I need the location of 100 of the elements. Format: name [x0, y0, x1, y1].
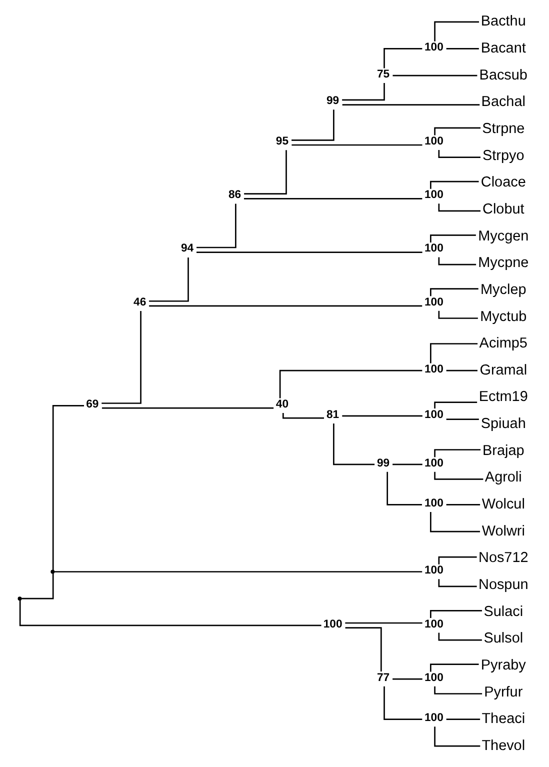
node-text: 100 — [424, 408, 444, 420]
node-text: Sulaci — [484, 603, 524, 620]
node-text: 75 — [377, 68, 390, 80]
connector — [342, 104, 480, 105]
connector — [446, 504, 480, 505]
node-text: Nos712 — [478, 550, 528, 566]
node-text: Thevol — [482, 737, 526, 754]
node-text: 40 — [276, 398, 289, 410]
node-text: Acimp5 — [479, 335, 528, 352]
node-text: Wolwri — [482, 522, 525, 539]
connector — [434, 686, 482, 694]
node-text: Theaci — [482, 710, 526, 727]
connector — [446, 48, 479, 49]
node-text: Mycgen — [478, 228, 529, 244]
node-text: Bacant — [480, 40, 526, 56]
node-text: 99 — [377, 456, 390, 469]
connector — [282, 412, 324, 418]
connector — [430, 342, 478, 363]
node-text: Clobut — [482, 200, 524, 217]
node-text: Sulsol — [484, 630, 524, 646]
node-text: 100 — [424, 497, 444, 510]
connector — [22, 572, 54, 599]
node-text: Strpyo — [482, 147, 524, 164]
connector — [384, 48, 422, 68]
node-text: 100 — [424, 242, 444, 254]
node-text: Pyraby — [480, 656, 526, 673]
node-text: 95 — [276, 134, 289, 147]
node-text: 94 — [181, 242, 194, 254]
connector — [430, 180, 479, 188]
connector — [149, 304, 422, 306]
node-text: Spiuah — [480, 416, 526, 432]
node-text: 100 — [323, 618, 342, 630]
connector — [434, 471, 484, 480]
connector — [438, 203, 480, 212]
connector — [384, 686, 422, 720]
connector — [446, 369, 478, 371]
connector — [434, 401, 478, 408]
connector — [392, 463, 422, 465]
node-text: Mycpne — [478, 254, 529, 271]
connector — [430, 512, 480, 532]
node-text: Bacthu — [480, 13, 526, 30]
connector — [438, 256, 476, 265]
connector — [244, 150, 287, 194]
node-text: 100 — [424, 362, 444, 375]
connector — [102, 310, 142, 404]
node-text: 100 — [424, 456, 444, 469]
connector — [342, 414, 422, 416]
node-text: Strpne — [482, 120, 525, 137]
connector — [438, 632, 482, 640]
connector — [392, 74, 478, 76]
node-text: Wolcul — [482, 496, 525, 512]
connector — [333, 423, 375, 465]
connector — [430, 288, 478, 296]
connector — [345, 622, 422, 624]
connector — [52, 404, 84, 570]
node-point — [18, 596, 22, 600]
connector — [196, 203, 236, 248]
connector — [386, 471, 422, 505]
node-point — [50, 569, 55, 574]
node-text: Pyrfur — [484, 684, 523, 700]
connector — [196, 251, 422, 252]
connector — [292, 109, 334, 140]
connector — [392, 678, 422, 680]
node-text: 100 — [424, 134, 444, 147]
connector — [430, 234, 476, 242]
node-text: Bacsub — [479, 66, 528, 83]
connector — [434, 726, 480, 746]
connector — [438, 556, 477, 564]
node-text: Ectm19 — [478, 388, 528, 405]
node-text: 69 — [86, 398, 99, 410]
connector — [54, 570, 422, 572]
node-text: Gramal — [480, 362, 528, 378]
connector — [345, 626, 382, 671]
node-text: Brajap — [482, 442, 524, 458]
node-text: 100 — [424, 671, 444, 684]
node-text: 100 — [424, 188, 444, 201]
node-text: 100 — [424, 564, 444, 576]
connector — [430, 610, 482, 618]
connector — [438, 310, 478, 318]
connector — [434, 126, 481, 135]
connector — [446, 418, 479, 420]
node-text: Nospun — [478, 576, 528, 592]
connector — [446, 718, 480, 720]
connector — [438, 149, 480, 158]
connector — [149, 256, 189, 302]
node-text: 81 — [326, 408, 340, 420]
connector — [244, 197, 422, 199]
connector — [292, 144, 422, 146]
connector — [438, 578, 477, 587]
connector — [19, 600, 322, 626]
node-text: 99 — [326, 94, 340, 107]
connector — [434, 448, 481, 457]
connector — [434, 20, 480, 41]
node-text: 77 — [377, 671, 390, 684]
connector — [430, 663, 479, 672]
node-text: Agroli — [484, 469, 522, 486]
node-text: 100 — [424, 712, 444, 724]
node-text: 100 — [424, 618, 444, 630]
node-text: Myctub — [480, 308, 527, 324]
node-text: Cloace — [480, 174, 526, 190]
